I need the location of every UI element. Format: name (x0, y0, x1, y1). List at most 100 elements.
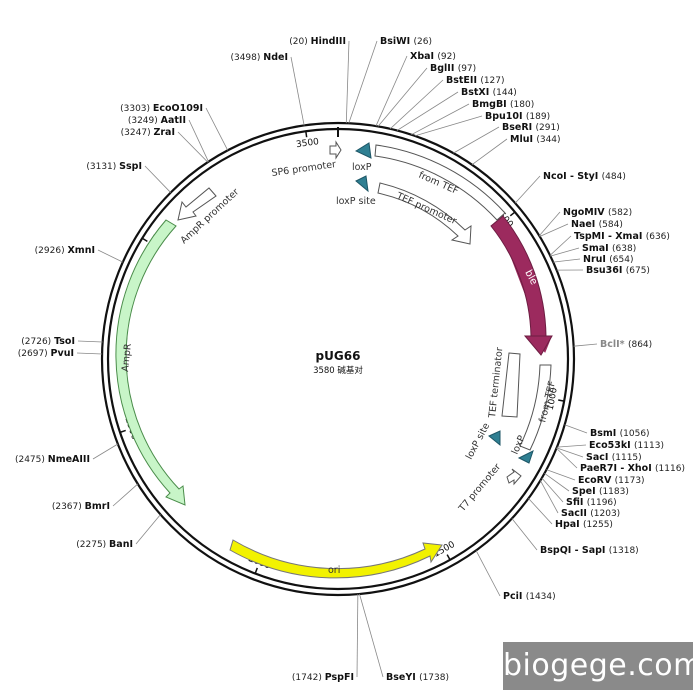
restriction-site-label[interactable]: NaeI (584) (571, 219, 623, 230)
site-position: (1173) (615, 476, 645, 486)
site-position: (582) (608, 208, 632, 218)
restriction-site-label[interactable]: (2275) BanI (76, 539, 133, 550)
restriction-site-label[interactable]: SacII (1203) (561, 508, 620, 519)
site-leader-line (97, 249, 123, 263)
feature-loxp-site-bottom[interactable] (488, 430, 501, 447)
site-leader-line (177, 131, 209, 163)
site-position: (3303) (120, 104, 153, 114)
restriction-site-label[interactable]: (2697) PvuI (18, 348, 74, 359)
restriction-site-label[interactable]: BstXI (144) (461, 87, 517, 98)
site-position: (180) (510, 100, 534, 110)
site-position: (3131) (86, 162, 119, 172)
restriction-site-label[interactable]: (3249) AatII (128, 115, 186, 126)
restriction-site-label[interactable]: (2367) BmrI (52, 501, 110, 512)
tick-label: 1000 (546, 387, 560, 412)
site-name: Bpu10I (485, 111, 526, 122)
feature-loxp-top[interactable] (354, 142, 372, 159)
site-leader-line (389, 79, 444, 130)
restriction-site-label[interactable]: (3303) EcoO109I (120, 103, 203, 114)
site-leader-line (556, 447, 578, 469)
restriction-site-label[interactable]: BseRI (291) (502, 122, 560, 133)
restriction-site-label[interactable]: (3247) ZraI (121, 127, 175, 138)
site-position: (1203) (590, 509, 620, 519)
restriction-site-label[interactable]: Bpu10I (189) (485, 111, 550, 122)
site-position: (344) (536, 135, 560, 145)
restriction-site-label[interactable]: (3131) SspI (86, 161, 142, 172)
site-name: SspI (119, 161, 142, 172)
site-name: ZraI (153, 127, 175, 138)
feature-ampr[interactable] (115, 219, 186, 506)
restriction-site-label[interactable]: BspQI - SapI (1318) (540, 545, 639, 556)
restriction-site-label[interactable]: BsiWI (26) (380, 36, 432, 47)
feature-label-loxp-top: loxP (352, 162, 372, 173)
feature-ampr-promoter[interactable] (177, 187, 217, 221)
site-name: TspMI - XmaI (574, 231, 646, 242)
restriction-site-label[interactable]: BseYI (1738) (386, 672, 449, 683)
site-leader-line (514, 175, 541, 204)
restriction-site-label[interactable]: HpaI (1255) (555, 519, 613, 530)
feature-tef-promoter[interactable] (377, 182, 472, 245)
restriction-site-label[interactable]: TspMI - XmaI (636) (574, 231, 670, 242)
restriction-site-label[interactable]: (2475) NmeAIII (15, 454, 90, 465)
tick-mark (254, 567, 258, 574)
site-leader-line (549, 235, 572, 256)
feature-ori[interactable] (229, 539, 443, 579)
restriction-site-label[interactable]: MluI (344) (510, 134, 561, 145)
feature-loxp-site-top[interactable] (355, 175, 369, 193)
restriction-site-label[interactable]: Eco53kI (1113) (589, 440, 664, 451)
restriction-site-label[interactable]: SpeI (1183) (572, 486, 629, 497)
site-name: BmgBI (472, 99, 510, 110)
restriction-site-label[interactable]: SacI (1115) (586, 452, 642, 463)
restriction-site-label[interactable]: SmaI (638) (582, 243, 636, 254)
site-position: (1056) (620, 429, 650, 439)
feature-from-tef-bottom[interactable] (519, 364, 552, 451)
restriction-site-label[interactable]: (1742) PspFI (292, 672, 354, 683)
site-leader-line (544, 472, 570, 492)
restriction-site-label[interactable]: EcoRV (1173) (578, 475, 645, 486)
restriction-site-label[interactable]: NcoI - StyI (484) (543, 171, 626, 182)
site-leader-line (556, 444, 587, 448)
restriction-site-label[interactable]: PciI (1434) (503, 591, 556, 602)
site-position: (584) (599, 220, 623, 230)
site-name: MluI (510, 134, 536, 145)
feature-loxp-bottom[interactable] (517, 450, 534, 464)
site-position: (127) (480, 76, 504, 86)
restriction-site-label[interactable]: BsmI (1056) (590, 428, 650, 439)
restriction-site-label[interactable]: Bsu36I (675) (586, 265, 650, 276)
site-leader-line (511, 518, 538, 551)
site-name: BseYI (386, 672, 419, 683)
site-leader-line (546, 469, 576, 481)
feature-t7-promoter[interactable] (506, 468, 522, 486)
site-leader-line (375, 55, 408, 127)
restriction-site-label[interactable]: NruI (654) (583, 254, 633, 265)
site-leader-line (112, 483, 139, 507)
site-position: (1113) (634, 441, 664, 451)
site-name: BanI (109, 539, 133, 550)
restriction-site-label[interactable]: BglII (97) (430, 63, 476, 74)
plasmid-name: pUG66 (316, 349, 361, 363)
site-name: NmeAIII (48, 454, 90, 465)
feature-label-ampr: AmpR (120, 343, 134, 373)
tick-label: 3500 (296, 137, 320, 150)
site-leader-line (92, 443, 119, 460)
restriction-site-label[interactable]: BstEII (127) (446, 75, 505, 86)
site-leader-line (539, 223, 569, 237)
restriction-site-label[interactable]: (20) HindIII (289, 36, 346, 47)
restriction-site-label[interactable]: BclI* (864) (600, 339, 652, 350)
site-position: (2475) (15, 455, 48, 465)
restriction-site-label[interactable]: SfiI (1196) (566, 497, 617, 508)
restriction-site-label[interactable]: PaeR7I - XhoI (1116) (580, 463, 685, 474)
site-position: (1196) (587, 498, 617, 508)
feature-tef-terminator[interactable] (501, 352, 521, 418)
feature-ble-head[interactable] (523, 335, 553, 356)
restriction-site-label[interactable]: NgoMIV (582) (563, 207, 632, 218)
restriction-site-label[interactable]: XbaI (92) (410, 51, 456, 62)
feature-sp6-promoter[interactable] (329, 140, 342, 160)
restriction-site-label[interactable]: BmgBI (180) (472, 99, 534, 110)
feature-from-tef-top[interactable] (374, 144, 506, 221)
site-position: (20) (289, 37, 310, 47)
restriction-site-label[interactable]: (2926) XmnI (35, 245, 95, 256)
feature-label-tef-promoter: TEF promoter (394, 190, 458, 227)
restriction-site-label[interactable]: (2726) TsoI (21, 336, 75, 347)
restriction-site-label[interactable]: (3498) NdeI (230, 52, 288, 63)
